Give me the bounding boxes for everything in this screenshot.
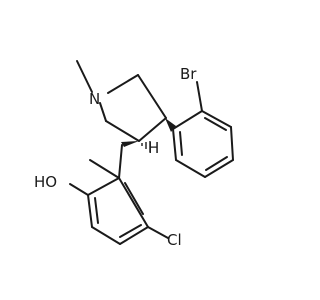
molecule-structure: N Br H HO Cl [34,60,234,249]
bond-c5-n [99,102,107,122]
bond-c-cl [147,226,169,239]
atom-label-chlorine: Cl [167,231,182,249]
bond-c-o-stub [69,183,89,196]
bond-n-methyl [76,60,93,93]
bond-c4-c5 [105,120,140,142]
bromophenyl-ring [172,110,234,178]
atom-label-bromine: Br [180,65,197,83]
atom-label-hydroxyl: HO [34,173,57,191]
wedge-bond-to-phenol [121,141,139,147]
hashed-bond-to-h [141,141,151,152]
bond-c-br [196,81,203,112]
bond-c3-c4 [138,117,167,142]
atom-label-stereo-h: H [148,139,159,157]
bond-n-c2 [107,74,139,94]
bond-c2-c3 [137,74,167,119]
phenol-ring [87,144,149,245]
atom-label-nitrogen: N [89,90,100,108]
wedge-bond-to-bromophenyl [165,118,176,132]
pyrrolidine-ring [99,74,167,142]
bond-c-oh [89,159,120,179]
